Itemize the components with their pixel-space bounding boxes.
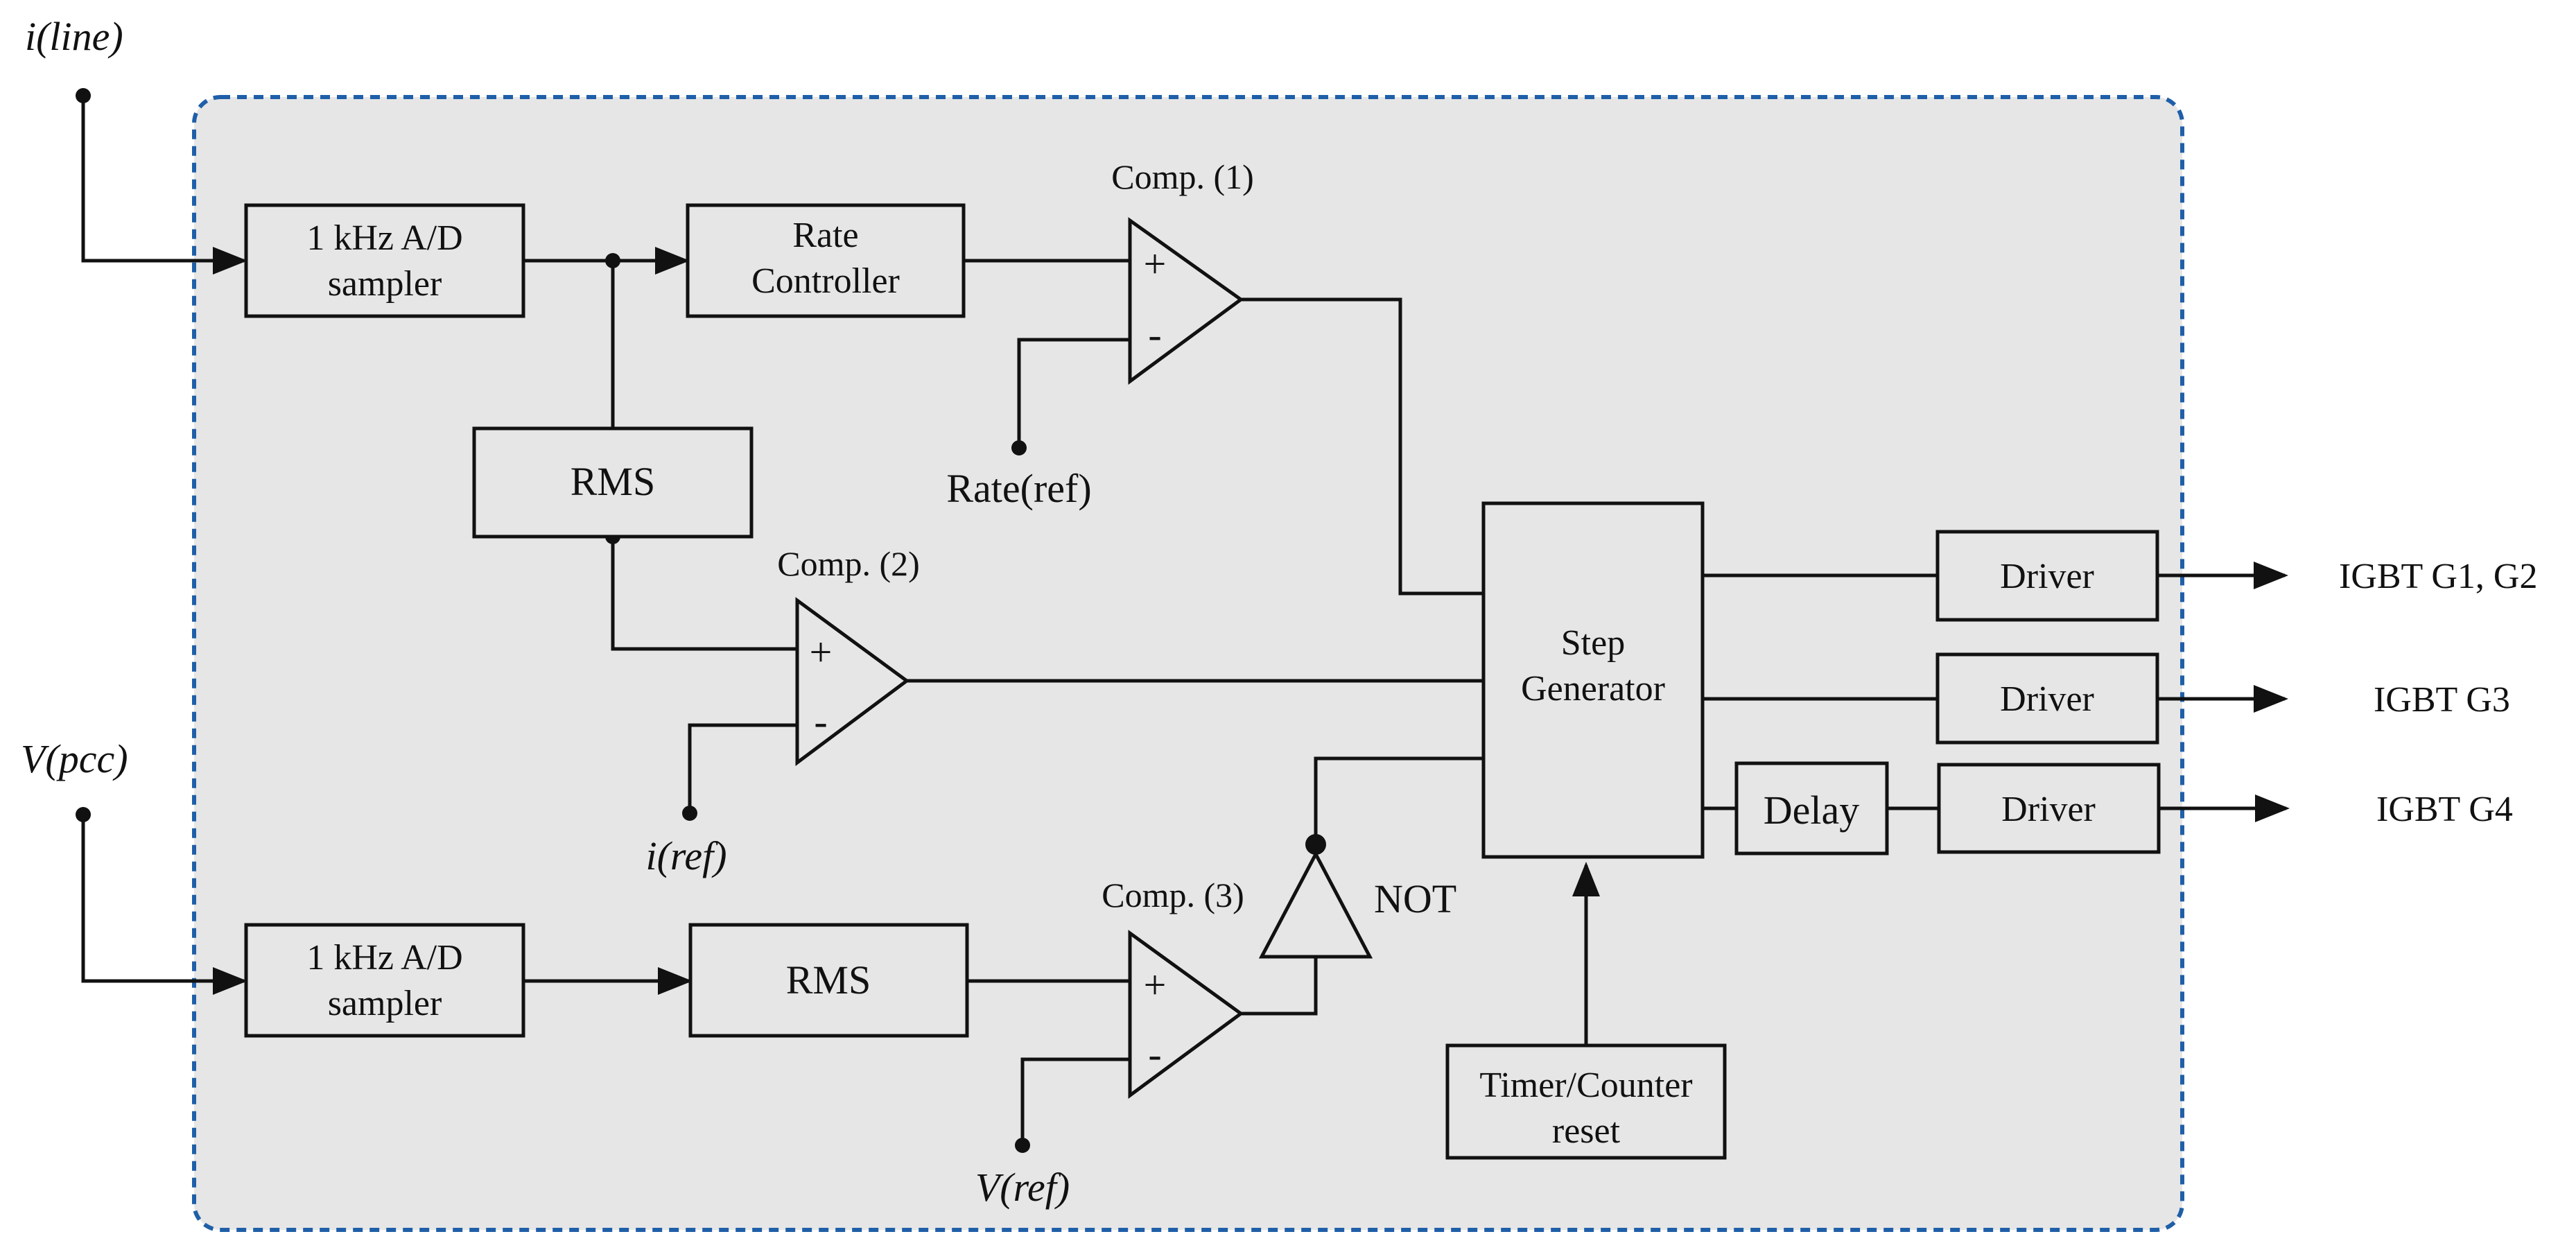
rms-2-block — [688, 923, 969, 1038]
wire-comp1-to-step — [1241, 297, 1483, 596]
rms-2-label: RMS — [786, 957, 871, 1002]
wire-iline-to-ad1 — [81, 96, 247, 275]
timer-counter-line2: reset — [1552, 1111, 1621, 1151]
wire-comp3-to-not — [1241, 957, 1318, 1016]
wire-vref-to-comp3 — [1020, 1057, 1130, 1145]
output-g1g2-label: IGBT G1, G2 — [2339, 557, 2537, 596]
comparator-1 — [1128, 217, 1244, 385]
ad-sampler-2-line2: sampler — [328, 984, 442, 1023]
comparator-2 — [795, 597, 910, 766]
driver-2-label: Driver — [2000, 679, 2094, 719]
wire-iref-to-comp2 — [688, 723, 797, 813]
comp2-minus: - — [814, 699, 827, 744]
i-ref-label: i(ref) — [645, 833, 726, 878]
delay-label: Delay — [1764, 788, 1860, 833]
v-pcc-label: V(pcc) — [21, 736, 128, 781]
driver-3-label: Driver — [2001, 790, 2096, 829]
driver-1-label: Driver — [2000, 557, 2094, 596]
step-generator-line2: Generator — [1521, 669, 1665, 709]
comp3-label: Comp. (3) — [1102, 876, 1244, 914]
rate-controller-line1: Rate — [792, 216, 858, 255]
v-ref-label: V(ref) — [975, 1165, 1070, 1210]
wire-rms1-to-comp2 — [611, 537, 797, 651]
driver-1-block — [1935, 530, 2159, 622]
comp3-minus: - — [1148, 1032, 1161, 1077]
ad-sampler-2-line1: 1 kHz A/D — [306, 938, 462, 978]
wire-vpcc-to-ad2 — [81, 815, 247, 995]
rms-1-block — [472, 426, 754, 539]
i-line-label: i(line) — [25, 14, 123, 59]
ad-sampler-1-block — [244, 203, 525, 318]
driver-2-block — [1935, 652, 2159, 745]
timer-counter-line1: Timer/Counter — [1479, 1066, 1692, 1105]
rate-controller-line2: Controller — [751, 261, 900, 301]
wire-not-to-step — [1314, 756, 1483, 844]
not-gate — [1258, 850, 1373, 959]
ad-sampler-2-block — [244, 923, 525, 1038]
comp2-plus: + — [810, 630, 833, 675]
ad-sampler-1-line2: sampler — [328, 264, 442, 304]
delay-block — [1734, 761, 1889, 856]
not-label: NOT — [1374, 876, 1456, 921]
not-gate-bubble — [1305, 834, 1326, 855]
output-g4-label: IGBT G4 — [2376, 790, 2513, 829]
output-g3-label: IGBT G3 — [2374, 680, 2510, 720]
rate-controller-block — [686, 203, 966, 318]
comp1-label: Comp. (1) — [1111, 157, 1254, 196]
comp3-plus: + — [1144, 962, 1167, 1007]
timer-counter-block — [1445, 1043, 1727, 1160]
rate-ref-label: Rate(ref) — [946, 466, 1091, 511]
driver-3-block — [1937, 763, 2161, 854]
comparator-3 — [1128, 930, 1244, 1099]
rms-1-label: RMS — [571, 459, 656, 504]
step-generator-line1: Step — [1561, 623, 1625, 663]
comp2-label: Comp. (2) — [777, 544, 920, 583]
comp1-minus: - — [1148, 312, 1161, 357]
wire-rateref-to-comp1 — [1017, 338, 1130, 448]
step-generator-block — [1481, 501, 1705, 859]
comp1-plus: + — [1144, 241, 1167, 286]
ad-sampler-1-line1: 1 kHz A/D — [306, 218, 462, 258]
